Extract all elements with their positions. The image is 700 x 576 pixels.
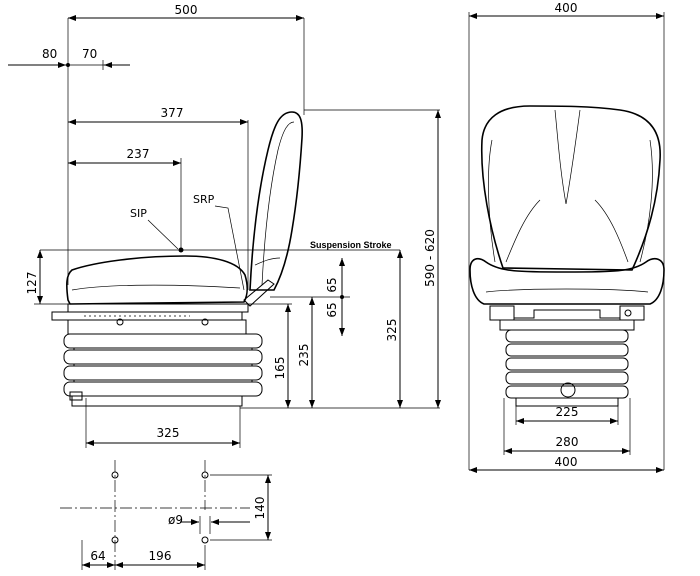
dim-base-325-label: 325	[157, 426, 180, 440]
dim-127-label: 127	[25, 272, 39, 295]
sip-point	[178, 247, 184, 253]
backrest-hinge	[243, 279, 275, 307]
mount-hole-1	[111, 471, 119, 479]
ref-point-front	[66, 63, 70, 67]
dim-500-label: 500	[175, 3, 198, 17]
backrest	[249, 111, 303, 291]
rear-pivot	[201, 318, 209, 326]
backrest-seam	[254, 257, 281, 266]
front-backrest-right-seam	[639, 139, 653, 263]
dim-140-label: 140	[253, 497, 267, 520]
front-cushion	[469, 257, 665, 305]
dim-377-label: 377	[161, 106, 184, 120]
dim-d9-label: ø9	[168, 513, 183, 527]
dim-top-400-label: 400	[555, 1, 578, 15]
front-view: 400 225	[468, 1, 665, 473]
dim-235-label: 235	[297, 344, 311, 367]
srp-label: SRP	[193, 193, 215, 206]
mount-hole-2	[201, 471, 209, 479]
sip-leader	[147, 219, 179, 250]
adjust-knob	[116, 318, 124, 326]
seat-pan	[67, 303, 249, 313]
bellows-front	[505, 329, 629, 399]
dim-70-label: 70	[82, 47, 97, 61]
backrest-inner-line	[261, 121, 295, 286]
cushion-seam	[71, 284, 241, 291]
dim-196-label: 196	[149, 549, 172, 563]
slide-rail	[51, 311, 243, 321]
dim-237-label: 237	[127, 147, 150, 161]
mount-hole-3	[111, 536, 119, 544]
stroke-center	[340, 295, 344, 299]
mount-hole-4	[201, 536, 209, 544]
dim-overall-height-label: 590 - 620	[423, 229, 437, 287]
front-knob	[560, 382, 576, 398]
front-slide-handle	[514, 309, 620, 319]
srp-leader	[214, 205, 245, 291]
base-frame	[71, 395, 243, 407]
front-backrest-center-panel	[554, 109, 581, 205]
dim-height-325-label: 325	[385, 319, 399, 342]
dim-280-label: 280	[556, 435, 579, 449]
front-backrest-left-seam	[488, 139, 496, 263]
seat-cushion	[66, 255, 248, 305]
front-cushion-seam	[485, 288, 649, 293]
front-backrest-inner-right	[594, 199, 629, 263]
stroke-up-label: 65	[325, 277, 339, 292]
dim-bottom-400-label: 400	[555, 455, 578, 469]
front-backrest	[480, 105, 661, 271]
suspension-top-plate	[67, 319, 247, 335]
dim-165-label: 165	[273, 357, 287, 380]
bellows-side	[63, 333, 263, 397]
sip-label: SIP	[130, 207, 147, 220]
front-suspension-plate	[499, 319, 635, 331]
side-view: 500 80 70 377 237 SIP SRP 127	[8, 3, 441, 448]
front-rail-bolt	[624, 309, 632, 317]
dim-225-label: 225	[556, 405, 579, 419]
dim-80-label: 80	[42, 47, 57, 61]
stroke-down-label: 65	[325, 302, 339, 317]
dim-64-label: 64	[90, 549, 105, 563]
mounting-pattern: 140 ø9 64 196	[60, 460, 272, 570]
base-lever	[69, 391, 83, 401]
suspension-stroke-label: Suspension Stroke	[310, 240, 392, 250]
front-rail-right	[619, 305, 645, 321]
front-backrest-inner-left	[505, 199, 541, 263]
front-rail-left	[489, 305, 515, 321]
